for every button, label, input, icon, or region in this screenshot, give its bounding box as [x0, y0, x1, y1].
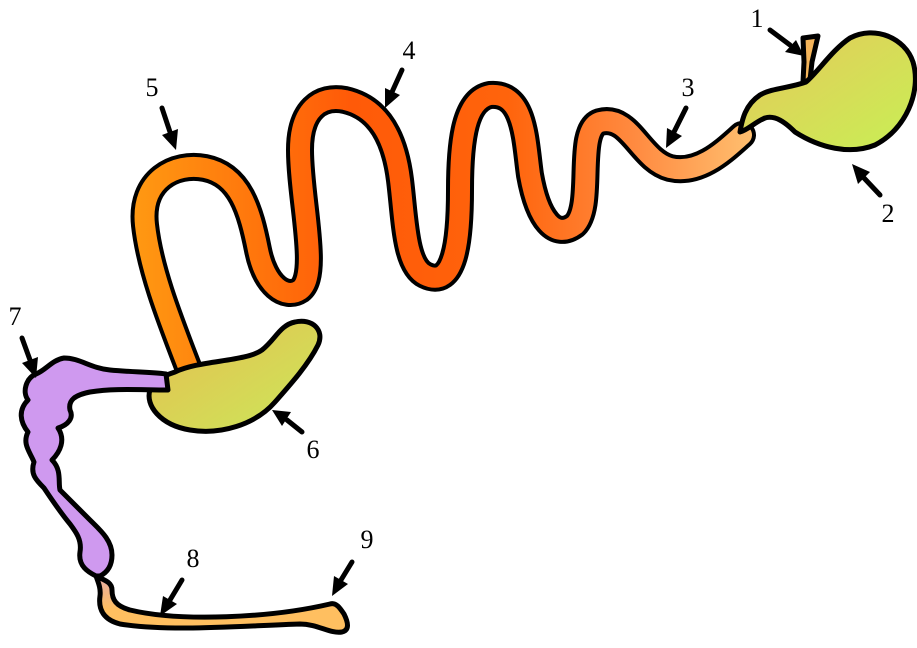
label-5: 5	[146, 73, 159, 102]
stomach	[740, 33, 915, 150]
label-7: 7	[9, 302, 22, 331]
rectum	[96, 576, 348, 632]
label-6: 6	[307, 435, 320, 464]
arrow-5	[162, 108, 178, 150]
arrow-8	[160, 580, 182, 616]
label-4: 4	[403, 36, 416, 65]
label-2: 2	[882, 199, 895, 228]
arrow-2	[852, 164, 880, 195]
arrow-3	[666, 108, 686, 148]
label-8: 8	[187, 544, 200, 573]
small-intestine	[145, 95, 742, 372]
label-3: 3	[682, 73, 695, 102]
arrow-4	[385, 70, 402, 108]
label-1: 1	[751, 4, 764, 33]
arrow-9	[332, 562, 352, 596]
colon	[21, 358, 168, 576]
arrow-6	[272, 410, 302, 432]
arrow-7	[22, 338, 38, 378]
arrow-1	[770, 30, 804, 56]
label-9: 9	[361, 525, 374, 554]
